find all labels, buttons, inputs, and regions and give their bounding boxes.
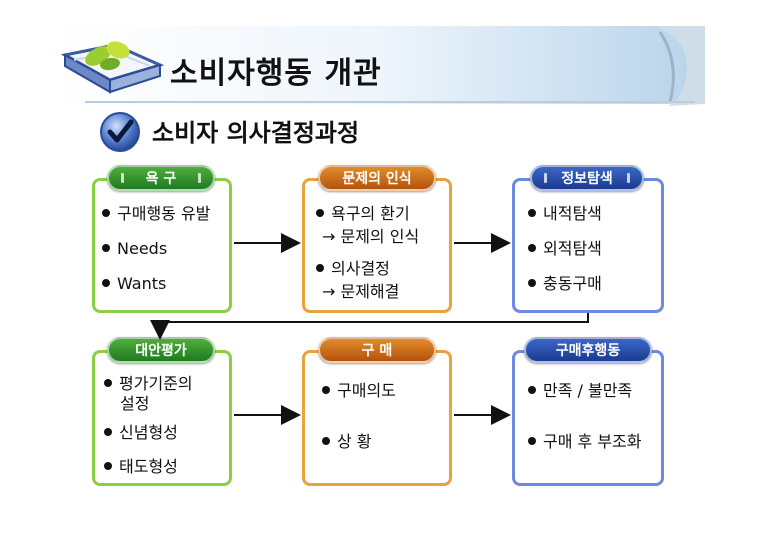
list-item: 태도형성 [104,456,178,477]
step-problem-recognition-label: 문제의 인식 [318,165,436,191]
step-alternative-eval-label-text: 대안평가 [135,343,187,359]
step-info-search-label: 정보탐색 [530,165,644,191]
step-info-search-box [512,178,664,313]
page-title: 소비자행동 개관 [170,56,382,91]
list-item-text: 상 황 [337,432,372,451]
list-item-text: 구매의도 [337,381,396,400]
bullet-icon [104,378,112,387]
step-post-purchase-box [512,350,664,486]
step-problem-recognition-label-text: 문제의 인식 [342,171,412,187]
list-item: 구매행동 유발 [102,203,210,224]
list-item: 내적탐색 [528,203,602,224]
list-item-text: 외적탐색 [543,239,602,258]
list-item: 상 황 [322,431,372,452]
bullet-icon [104,427,112,436]
list-item-text: 욕구의 환기 [331,204,410,223]
list-item: 만족 / 불만족 [528,380,632,401]
list-item: 외적탐색 [528,238,602,259]
bullet-icon [102,278,110,287]
list-item: 욕구의 환기 [316,203,410,224]
list-item: 의사결정 [316,258,390,279]
list-item: 신념형성 [104,422,178,443]
list-item: Needs [102,238,167,259]
step-purchase-label: 구 매 [318,337,436,363]
list-item-text: 구매행동 유발 [117,204,211,223]
step-alternative-eval-box [92,350,232,486]
list-item: 평가기준의 [104,373,193,394]
step-post-purchase-label-text: 구매후행동 [555,343,621,359]
step-need-label-text: 욕 구 [145,171,177,187]
bullet-icon [528,243,536,252]
section-subtitle: 소비자 의사결정과정 [152,119,360,147]
list-item-text: Wants [117,274,167,293]
list-item-text: 만족 / 불만족 [543,381,633,400]
bullet-icon [528,208,536,217]
bullet-icon [316,263,324,272]
check-icon [100,112,140,152]
list-item-text: 신념형성 [119,423,178,442]
list-item-text: 내적탐색 [543,204,602,223]
list-item: 구매 후 부조화 [528,431,642,452]
bullet-icon [322,385,330,394]
bullet-icon [316,208,324,217]
step-info-search-label-text: 정보탐색 [561,171,613,187]
list-item-text: 의사결정 [331,259,390,278]
bullet-icon [528,436,536,445]
list-item: 충동구매 [528,273,602,294]
step-purchase-box [302,350,452,486]
step-purchase-label-text: 구 매 [361,343,393,359]
bullet-icon [528,278,536,287]
list-item-text: 태도형성 [119,457,178,476]
list-item-continued: 설정 [120,394,150,413]
arrow-search-to-eval [150,313,589,340]
step-need-label: 욕 구 [107,165,215,191]
list-item-text: Needs [117,239,168,258]
list-item-text: 구매 후 부조화 [543,432,642,451]
bullet-icon [102,243,110,252]
bullet-icon [322,436,330,445]
list-item-sub: → 문제의 인식 [322,227,420,246]
list-item-text: 충동구매 [543,274,602,293]
bullet-icon [102,208,110,217]
list-item: Wants [102,273,166,294]
list-item: 구매의도 [322,380,396,401]
bullet-icon [104,461,112,470]
bullet-icon [528,385,536,394]
step-alternative-eval-label: 대안평가 [107,337,215,363]
list-item-text: 평가기준의 [119,374,193,393]
book-leaf-icon [60,41,165,94]
list-item-sub: → 문제해결 [322,282,400,301]
step-post-purchase-label: 구매후행동 [524,337,652,363]
